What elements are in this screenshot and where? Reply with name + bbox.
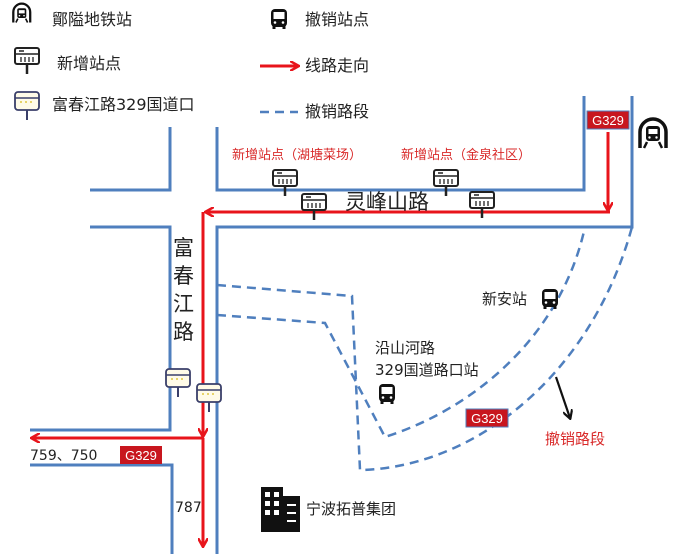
g329-badge-west: G329: [120, 446, 162, 464]
bus-icon: [271, 9, 287, 29]
svg-text:路: 路: [173, 320, 194, 344]
metro-icon: [12, 2, 32, 24]
svg-text:春: 春: [173, 264, 194, 288]
building-icon: [261, 487, 300, 532]
cancelled-segment-pointer: [554, 376, 570, 418]
company-label: 宁波拓普集团: [306, 500, 396, 518]
svg-text:富: 富: [173, 236, 194, 260]
new-stop-hutang-label: 新增站点（湖塘菜场）: [232, 147, 362, 163]
cancelled-segment-label: 撤销路段: [545, 430, 605, 448]
svg-text:G329: G329: [592, 113, 624, 128]
yanshanhe-label-line2: 329国道路口站: [375, 361, 479, 379]
xinan-bus-icon: [542, 289, 558, 309]
metro-station-icon: [638, 117, 668, 150]
new-stop-hutang-icon: [271, 168, 299, 198]
new-stop-jinquan-label: 新增站点（金泉社区）: [401, 147, 531, 163]
road-label-lingfeng: 灵峰山路: [345, 190, 429, 214]
yanshanhe-label-line1: 沿山河路: [375, 339, 435, 357]
legend: 鄮隘地铁站 新增站点 富春江路329国道口 撤销站点 线路走向 撤销路段: [12, 2, 369, 121]
legend-new-stop: 新增站点: [57, 54, 121, 73]
g329-badge-top: G329: [586, 110, 630, 130]
legend-cancelled-segment: 撤销路段: [305, 102, 369, 121]
legend-cancelled-stop: 撤销站点: [305, 10, 369, 29]
south-route-label: 787: [175, 500, 202, 516]
junction-stop-icon: [14, 91, 40, 121]
new-stop-icon: [468, 190, 496, 220]
xinan-stop-label: 新安站: [482, 290, 527, 308]
road-label-fuchunjiang: 富 春 江 路: [173, 236, 194, 344]
route-g329: [32, 132, 610, 546]
g329-badge-middle: G329: [465, 408, 509, 428]
new-stop-icon: [300, 192, 328, 222]
svg-text:G329: G329: [125, 448, 157, 463]
legend-route-direction: 线路走向: [305, 56, 369, 75]
roads: [30, 96, 634, 554]
new-stop-jinquan-icon: [432, 168, 460, 198]
yanshanhe-bus-icon: [379, 384, 395, 404]
svg-text:江: 江: [173, 292, 194, 316]
legend-junction-stop: 富春江路329国道口: [52, 95, 195, 114]
new-stop-icon: [13, 46, 41, 76]
legend-metro: 鄮隘地铁站: [52, 10, 132, 29]
west-routes-label: 759、750: [30, 448, 97, 464]
svg-text:G329: G329: [471, 411, 503, 426]
